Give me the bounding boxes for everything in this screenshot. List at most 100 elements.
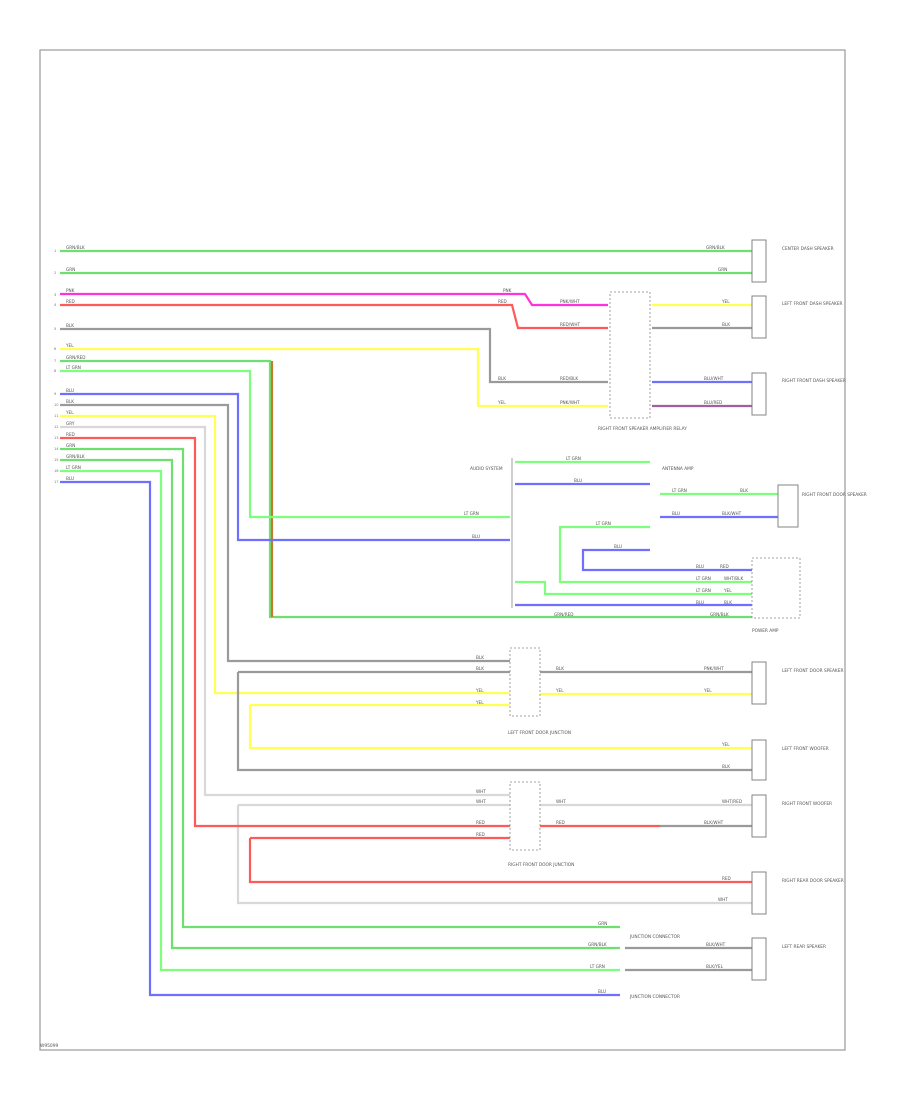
left-label-6: YEL <box>65 343 74 348</box>
pin-11: 11 <box>54 414 59 418</box>
pin-5: 5 <box>54 327 56 331</box>
right-front-door-speaker-box <box>777 484 799 528</box>
left-door-junction-label: LEFT FRONT DOOR JUNCTION <box>508 730 571 736</box>
wire-grn-red-7 <box>60 359 752 619</box>
wire-blk-5 <box>60 327 608 384</box>
label-wht-rf: WHT <box>556 799 566 804</box>
left-label-16: LT GRN <box>66 465 81 470</box>
left-label-17: BLU <box>66 476 74 481</box>
wires <box>60 249 778 997</box>
left-front-dash-speaker-box <box>751 295 767 339</box>
amp-relay-label: RIGHT FRONT SPEAKER AMPLIFIER RELAY <box>598 426 687 432</box>
left-front-door-speaker-label: LEFT FRONT DOOR SPEAKER <box>782 668 843 674</box>
label-blu-au-in: BLU <box>472 534 480 539</box>
right-door-junction-label: RIGHT FRONT DOOR JUNCTION <box>508 862 574 868</box>
wire-lt-grn-8 <box>60 369 510 519</box>
label-yel-relay: YEL <box>497 400 506 405</box>
left-label-1: GRN/BLK <box>66 245 85 250</box>
label-wht-rdj-2: WHT <box>476 799 486 804</box>
wire-blu-9 <box>60 392 510 542</box>
label-lt-grn-pa3: LT GRN <box>696 576 711 581</box>
pin-2: 2 <box>54 271 56 275</box>
label-blk-woofer: BLK <box>722 764 730 769</box>
right-door-junction-box <box>509 781 541 851</box>
left-front-woofer-label: LEFT FRONT WOOFER <box>782 746 829 752</box>
wire-blk-woofer <box>236 672 752 772</box>
label-blu-pa2: BLU <box>696 564 704 569</box>
left-label-8: LT GRN <box>66 365 81 370</box>
label-pnk-wht-relay-2: PNK/WHT <box>560 400 580 405</box>
right-front-dash-speaker-box <box>751 372 767 416</box>
wire-grn-pa3 <box>515 580 752 596</box>
right-front-woofer-box <box>751 794 767 838</box>
wire-pnk <box>60 292 608 307</box>
power-amp-box <box>751 557 801 619</box>
label-blk-ldj-2: BLK <box>476 666 484 671</box>
pin-1: 1 <box>54 249 56 253</box>
label-pnk-top: PNK <box>503 288 512 293</box>
label-blu-pa: BLU <box>614 544 622 549</box>
power-amp-label: POWER AMP <box>752 628 779 634</box>
wire-yel-6 <box>60 347 608 408</box>
left-label-10: BLK <box>66 399 74 404</box>
left-label-14: GRN <box>66 443 75 448</box>
label-blu-wht-rfd: BLU/WHT <box>704 376 724 381</box>
label-blu-au: BLU <box>574 478 582 483</box>
label-grn-red-pa: GRN/RED <box>554 612 573 617</box>
wire-gry-12 <box>60 425 510 797</box>
right-front-woofer-label: RIGHT FRONT WOOFER <box>782 801 832 807</box>
wire-yel-woofer <box>248 705 752 750</box>
label-wht-rr: WHT <box>718 897 728 902</box>
pin-6: 6 <box>54 347 57 351</box>
label-blk-pa5: BLK <box>724 600 732 605</box>
label-blu-red-rfd: BLU/RED <box>704 400 722 405</box>
right-front-door-speaker-label: RIGHT FRONT DOOR SPEAKER <box>802 492 867 498</box>
label-red-pa2: RED <box>720 564 729 569</box>
left-front-woofer-box <box>751 739 767 781</box>
label-lt-grn-au-in: LT GRN <box>464 511 479 516</box>
label-lt-grn-pa: LT GRN <box>596 521 611 526</box>
right-rear-door-speaker-label: RIGHT REAR DOOR SPEAKER <box>782 878 844 884</box>
wire-yel-11 <box>60 414 510 695</box>
right-front-dash-speaker-label: RIGHT FRONT DASH SPEAKER <box>782 378 846 384</box>
pin-15: 15 <box>54 458 59 462</box>
junction-connector-upper-label: JUNCTION CONNECTOR <box>629 934 680 940</box>
pin-3: 3 <box>54 293 56 297</box>
label-red-wht-relay: RED/WHT <box>560 322 580 327</box>
label-grn-jc: GRN <box>598 921 607 926</box>
label-blu-pa5: BLU <box>696 600 704 605</box>
left-label-4: RED <box>66 299 75 304</box>
diagram-frame <box>39 49 846 1051</box>
label-grn-pa4: LT GRN <box>696 588 711 593</box>
wire-red-rr <box>248 838 752 884</box>
center-speaker-label: CENTER DASH SPEAKER <box>782 246 834 252</box>
label-lt-grn-ant: LT GRN <box>672 488 687 493</box>
label-blk-lfdoor: BLK <box>556 666 564 671</box>
footer-code: W95099 <box>40 1043 59 1049</box>
wire-red <box>60 303 608 330</box>
left-rear-speaker-label: LEFT REAR SPEAKER <box>782 944 826 950</box>
label-blk-yel-lr: BLK/YEL <box>706 964 724 969</box>
label-wht-pa3: WHT/BLK <box>724 576 743 581</box>
left-wire-labels: GRN/BLK GRN PNK RED BLK YEL GRN/RED LT G… <box>65 245 85 481</box>
pin-9: 9 <box>54 392 57 396</box>
label-pnk-wht-lfdoor: PNK/WHT <box>704 666 724 671</box>
left-rear-speaker-box <box>751 937 767 981</box>
wire-blu-pa2 <box>581 548 752 572</box>
label-blk-wht-rf: BLK/WHT <box>704 820 724 825</box>
label-red-rdj-2: RED <box>476 832 485 837</box>
wire-lt-grn-pa1 <box>558 525 752 584</box>
label-wht-rdj-1: WHT <box>476 789 486 794</box>
wire-lt-grn-16 <box>60 469 620 972</box>
label-yel-lfd: YEL <box>721 299 730 304</box>
label-pnk-wht-relay: PNK/WHT <box>560 299 580 304</box>
label-blk-relay: BLK <box>498 376 506 381</box>
label-blk-wht-ant: BLK/WHT <box>722 511 742 516</box>
label-red-rdj-1: RED <box>476 820 485 825</box>
label-blu-jc: BLU <box>598 989 606 994</box>
wire-blu-17 <box>60 480 620 997</box>
right-rear-door-speaker-box <box>751 871 767 915</box>
wire-grn-14 <box>60 447 620 929</box>
wire-blk-10 <box>60 403 510 663</box>
